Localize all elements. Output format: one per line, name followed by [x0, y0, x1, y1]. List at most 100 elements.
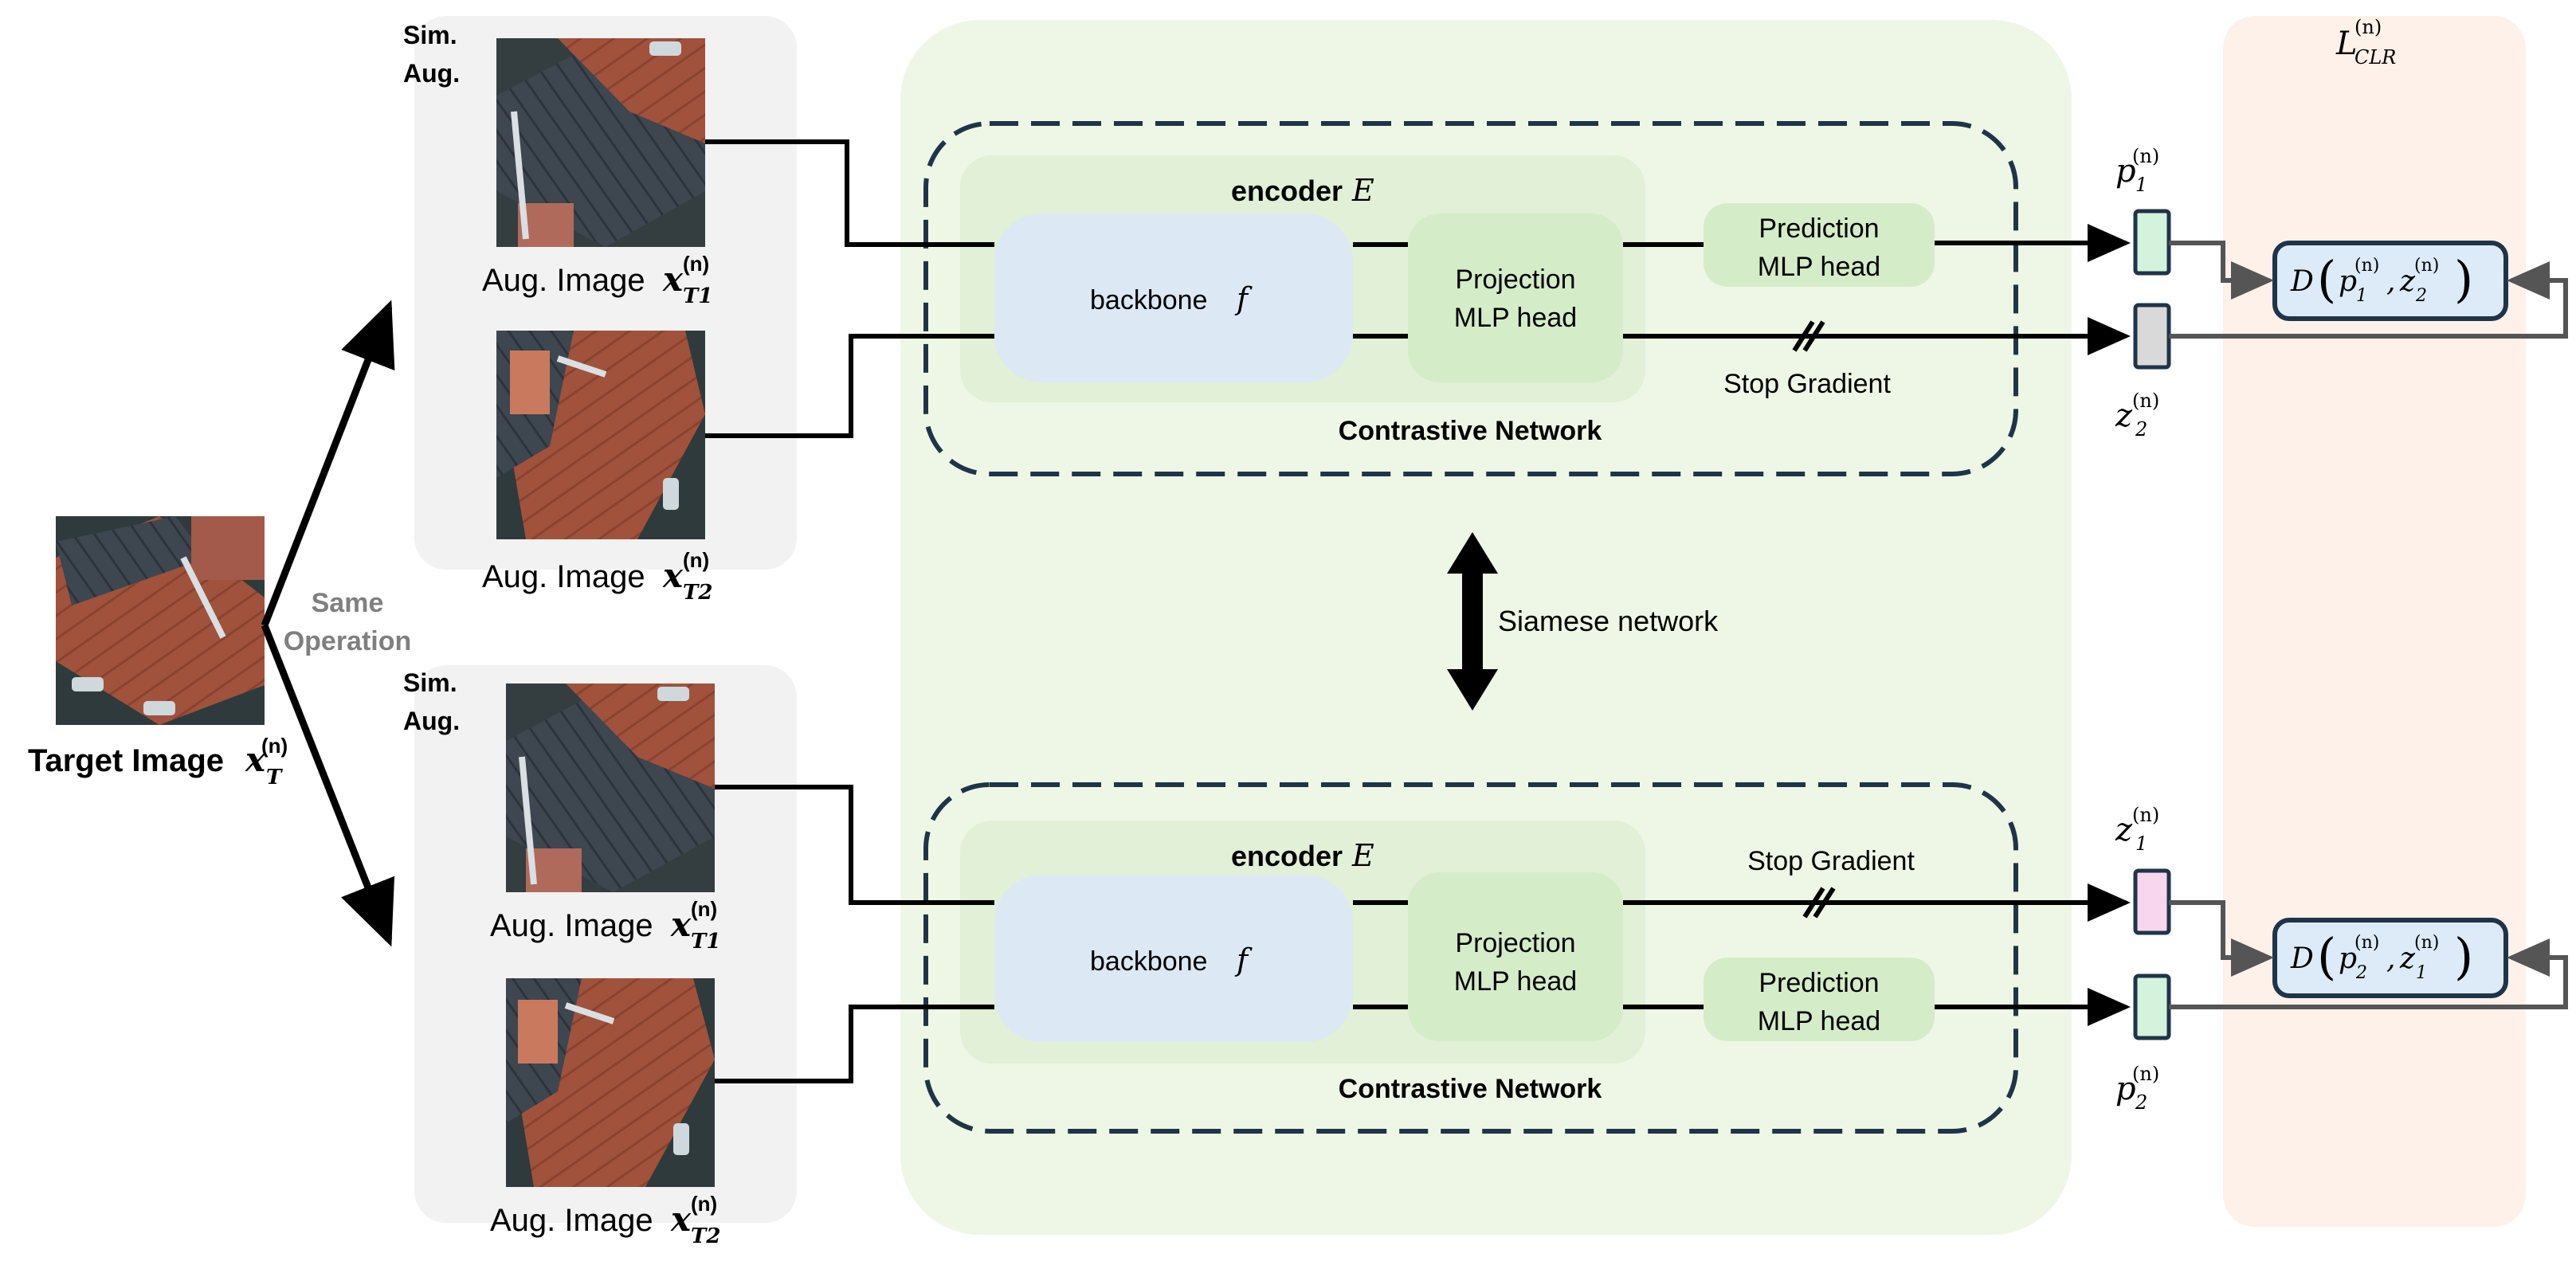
z2-label-symbol: z [2115, 398, 2133, 434]
contrastive-network-bottom [923, 782, 2018, 1134]
svg-text:1: 1 [2416, 963, 2427, 983]
target-image-label: Target Image x T (n) [28, 734, 288, 789]
prediction-label-top-1: Prediction [1759, 213, 1879, 244]
projection-label-top-1: Projection [1455, 264, 1575, 295]
svg-text:2: 2 [2355, 963, 2367, 983]
aug-image-top-t2 [496, 331, 705, 539]
distance-box-top [2272, 241, 2508, 321]
aug-label-top-t2: Aug. Image [482, 559, 645, 594]
loss-sub: CLR [2354, 46, 2396, 69]
svg-text:D: D [2290, 265, 2314, 298]
aug-image-bottom-t2 [506, 978, 715, 1187]
sim-aug-label-top-2: Aug. [403, 59, 460, 88]
prediction-label-bottom-2: MLP head [1758, 1006, 1880, 1036]
line-bottom-t2-to-backbone [715, 1005, 994, 1083]
loss-symbol: L [2335, 25, 2358, 62]
aug-sup-bottom-t1: (n) [691, 897, 717, 921]
z2-label-sub: 2 [2135, 418, 2147, 441]
arrow-z2-to-distance-top [2169, 261, 2568, 339]
aug-sup-top-t2: (n) [683, 548, 709, 572]
svg-text:(n): (n) [2414, 933, 2439, 953]
aug-image-top-t1 [496, 38, 705, 247]
stop-gradient-mark-top [1792, 320, 1825, 352]
z2-vector [2133, 303, 2171, 370]
encoder-label-top: encoder [1231, 174, 1343, 207]
svg-text:(: ( [2317, 250, 2336, 308]
prediction-box-bottom [1704, 958, 1935, 1041]
encoder-label-bottom: encoder [1231, 840, 1343, 872]
svg-text:): ) [2454, 927, 2473, 985]
svg-text:p: p [2339, 265, 2357, 298]
aug-label-bottom-t2: Aug. Image [490, 1203, 653, 1238]
p1-label-sup: (n) [2132, 145, 2159, 167]
svg-text:,: , [2386, 265, 2395, 298]
distance-formula-bottom: D ( p 2 (n) , z 1 (n) ) [2290, 927, 2473, 985]
encoder-symbol-top: E [1351, 173, 1374, 208]
aug-symbol-top-t2: x [662, 556, 684, 595]
split-arrow-down [261, 624, 395, 947]
z2-label-sup: (n) [2132, 390, 2159, 412]
prediction-label-top-2: MLP head [1758, 252, 1880, 282]
backbone-box-top [994, 213, 1353, 382]
line-top-t1-to-backbone [705, 139, 994, 247]
arrow-p1-to-distance-top [2169, 241, 2274, 300]
aug-sup-top-t1: (n) [683, 252, 709, 276]
stop-gradient-mark-bottom [1802, 887, 1836, 919]
contrastive-network-label-top: Contrastive Network [1339, 416, 1602, 446]
aug-sup-bottom-t2: (n) [691, 1192, 717, 1216]
sim-aug-label-top-1: Sim. [403, 21, 457, 49]
aug-symbol-bottom-t2: x [670, 1200, 692, 1239]
p2-label-symbol: p [2115, 1071, 2136, 1107]
svg-text:(n): (n) [2354, 256, 2379, 276]
z1-label-sub: 1 [2135, 832, 2147, 855]
svg-text:z: z [2399, 265, 2416, 298]
target-subscript: T [266, 766, 283, 789]
siamese-double-arrow [1447, 532, 1498, 711]
split-arrow-up [261, 300, 395, 627]
svg-text:Target Image: Target Image [28, 743, 224, 778]
p1-label-sub: 1 [2135, 174, 2147, 196]
backbone-label-top: backbone [1090, 285, 1207, 315]
backbone-label-bottom: backbone [1090, 946, 1207, 977]
stop-gradient-label-top: Stop Gradient [1723, 369, 1891, 399]
target-image [56, 516, 265, 725]
encoder-symbol-bottom: E [1351, 838, 1374, 873]
stop-gradient-label-bottom: Stop Gradient [1747, 846, 1915, 876]
p2-vector [2133, 973, 2171, 1040]
z1-vector [2133, 868, 2171, 935]
aug-sub-bottom-t2: T2 [691, 1224, 720, 1248]
line-top-t2-to-backbone [705, 334, 994, 438]
svg-text:D: D [2290, 942, 2314, 975]
distance-box-bottom [2272, 918, 2508, 998]
backbone-box-bottom [994, 875, 1353, 1042]
loss-region-panel [2223, 16, 2526, 1227]
p2-label-sup: (n) [2132, 1063, 2159, 1085]
svg-text:,: , [2386, 942, 2395, 975]
aug-sub-top-t2: T2 [683, 581, 712, 605]
target-symbol: x [245, 740, 266, 779]
same-operation-label-1: Same [312, 588, 384, 618]
contrastive-network-label-bottom: Contrastive Network [1339, 1074, 1602, 1104]
aug-label-bottom-t1: Aug. Image [490, 908, 653, 943]
p1-vector [2133, 209, 2171, 276]
svg-text:(n): (n) [2414, 256, 2439, 276]
svg-text:(n): (n) [2354, 933, 2379, 953]
svg-text:p: p [2339, 942, 2357, 975]
aug-symbol-bottom-t1: x [670, 905, 692, 944]
projection-box-top [1408, 213, 1623, 382]
svg-text:): ) [2454, 250, 2473, 308]
aug-image-bottom-t1 [506, 684, 715, 892]
svg-text:(: ( [2317, 927, 2336, 985]
prediction-box-top [1704, 203, 1935, 287]
svg-text:1: 1 [2356, 286, 2367, 306]
projection-box-bottom [1408, 872, 1623, 1041]
prediction-label-bottom-1: Prediction [1759, 968, 1879, 998]
aug-sub-bottom-t1: T1 [691, 930, 720, 954]
aug-label-top-t1: Aug. Image [482, 263, 645, 298]
z1-label-symbol: z [2115, 812, 2133, 848]
svg-text:z: z [2399, 942, 2416, 975]
loss-sup: (n) [2354, 16, 2382, 38]
projection-label-bottom-2: MLP head [1454, 966, 1577, 997]
aug-symbol-top-t1: x [662, 260, 684, 299]
arrow-p2-to-distance-bottom [2169, 938, 2568, 1009]
